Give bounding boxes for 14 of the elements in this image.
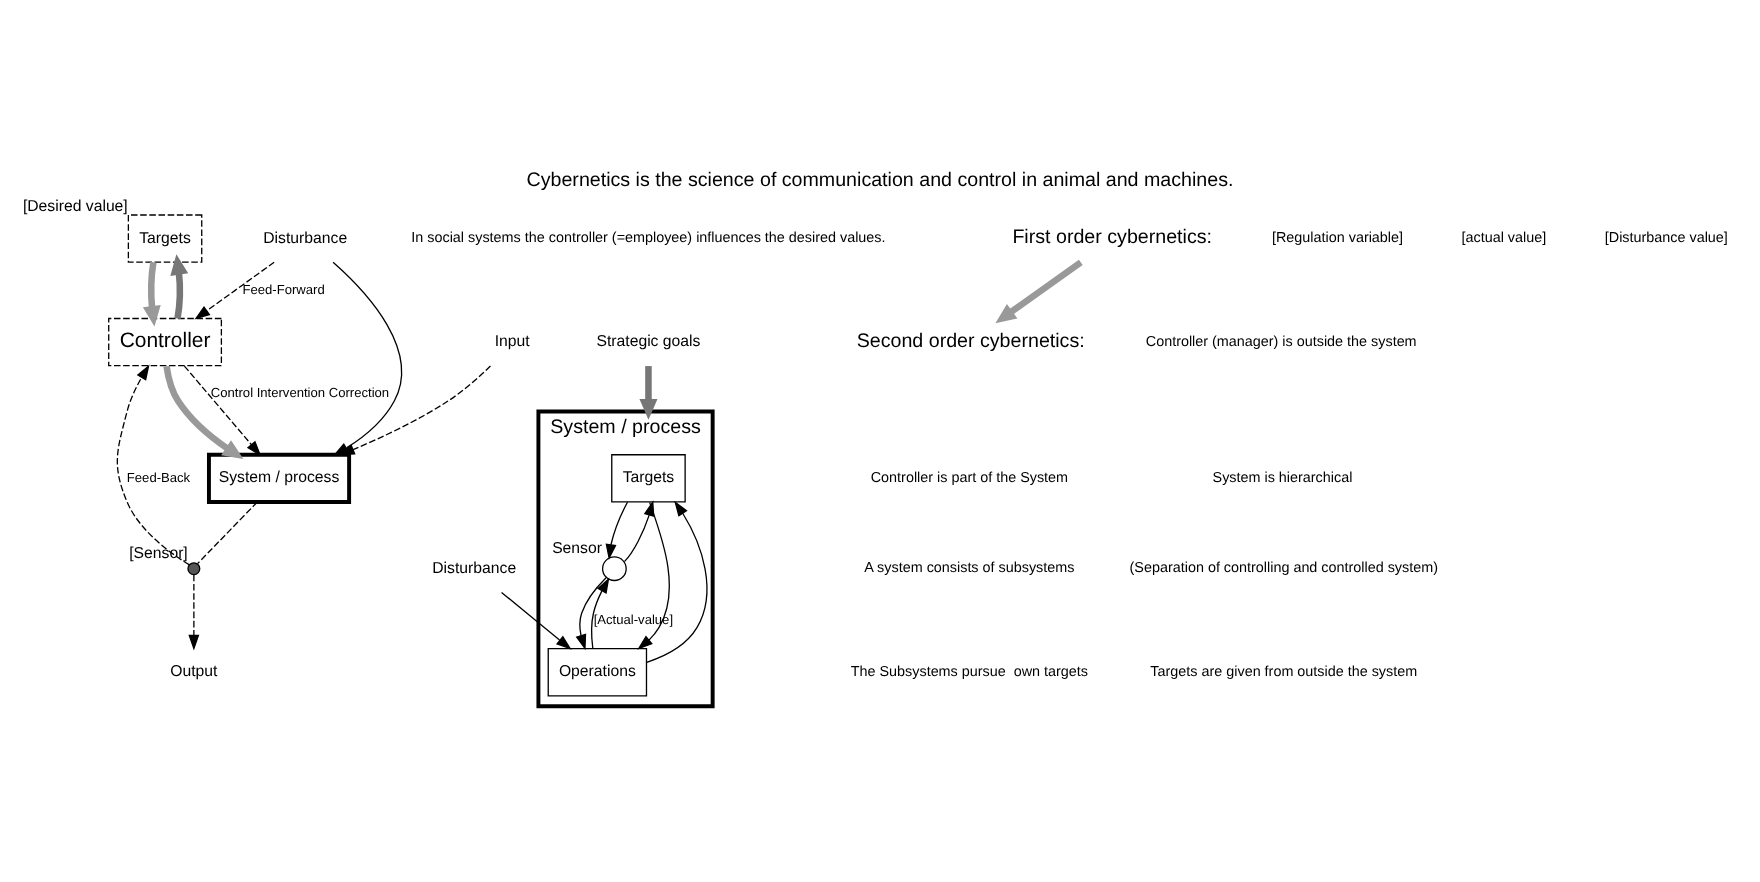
label: In social systems the controller (=employee) influences the desired values. — [411, 228, 886, 247]
label: Controller is part of the System — [870, 468, 1069, 486]
label: [Regulation variable] — [1271, 228, 1404, 247]
label: [Disturbance value] — [1604, 228, 1728, 247]
diagram-title: Cybernetics is the science of communication and control in animal and machines. — [526, 170, 1234, 193]
label: Targets are given from outside the system — [1150, 661, 1418, 680]
label: A system consists of subsystems — [864, 558, 1075, 577]
node-text: First order cybernetics: — [1012, 227, 1212, 250]
label: [actual value] — [1461, 228, 1547, 247]
node-text: Second order cybernetics: — [856, 330, 1085, 353]
label: (Separation of controlling and controlled system) — [1129, 558, 1439, 577]
label: Controller (manager) is outside the system — [1145, 331, 1417, 350]
label: System is hierarchical — [1212, 468, 1353, 486]
label: The Subsystems pursue own targets — [850, 661, 1089, 680]
